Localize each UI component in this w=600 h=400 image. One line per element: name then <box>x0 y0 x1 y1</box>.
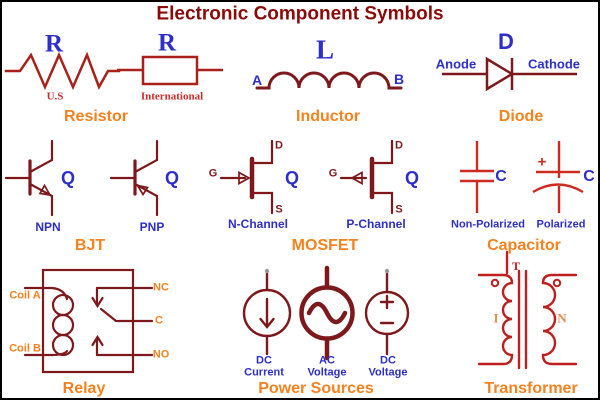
terminal-dot <box>384 268 390 274</box>
mosfet-n-channel-symbol <box>219 139 274 215</box>
dc-current-label-line2: Current <box>244 366 284 379</box>
dc-voltage-label-line1: DC <box>380 354 396 367</box>
relay-heading: Relay <box>62 380 106 397</box>
inductor-ref-label: L <box>315 34 335 65</box>
transformer-heading: Transformer <box>484 380 578 397</box>
mosfet-n-gate-label: G <box>208 167 218 180</box>
mosfet-p-channel-label: P-Channel <box>346 217 406 231</box>
diode-symbol <box>442 56 577 92</box>
bjt-npn-ref-label: Q <box>60 168 76 188</box>
bjt-npn-label: NPN <box>35 220 61 234</box>
dc-voltage-label-line2: Voltage <box>368 366 408 379</box>
relay-symbol <box>23 268 154 374</box>
mosfet-p-drain-label: D <box>395 139 403 152</box>
diode-heading: Diode <box>498 108 544 125</box>
relay-no-label: NO <box>152 348 170 361</box>
mosfet-heading: MOSFET <box>291 237 359 254</box>
capacitor-p-ref-label: C <box>583 168 595 185</box>
mosfet-n-drain-label: D <box>275 139 283 152</box>
resistor-intl-ref-label: R <box>157 29 177 57</box>
page-title: Electronic Component Symbols <box>156 3 444 25</box>
bjt-pnp-label: PNP <box>139 220 165 234</box>
capacitor-non-polarized-symbol <box>460 141 494 213</box>
resistor-international-symbol <box>117 55 223 86</box>
relay-c-label: C <box>155 314 163 327</box>
bjt-npn-symbol <box>4 139 54 217</box>
ac-voltage-source-symbol <box>299 265 355 361</box>
diode-cathode-label: Cathode <box>528 56 580 72</box>
dc-voltage-source-symbol <box>364 268 410 356</box>
inductor-terminal-a-label: A <box>251 72 263 88</box>
transformer-secondary-label: N <box>557 310 567 326</box>
transformer-primary-label: I <box>493 310 499 326</box>
relay-coil-a-label: Coil A <box>9 289 41 302</box>
relay-coil-b-label: Coil B <box>9 342 41 355</box>
dc-current-label-line1: DC <box>256 354 272 367</box>
resistor-us-ref-label: R <box>44 30 64 58</box>
relay-nc-label: NC <box>153 281 169 294</box>
mosfet-n-channel-label: N-Channel <box>228 217 288 231</box>
transformer-symbol <box>477 250 578 370</box>
diode-anode-label: Anode <box>435 56 477 72</box>
polarity-dot <box>490 278 500 288</box>
resistor-intl-label: International <box>140 90 204 103</box>
capacitor-polarized-symbol <box>532 141 584 213</box>
power-sources-heading: Power Sources <box>258 380 374 397</box>
inductor-symbol <box>255 71 403 90</box>
polarity-dot <box>552 278 562 288</box>
ac-voltage-label-line1: AC <box>319 354 335 367</box>
resistor-us-label: U.S <box>46 90 64 103</box>
capacitor-np-ref-label: C <box>495 168 507 185</box>
bjt-pnp-symbol <box>109 139 159 217</box>
capacitor-non-polarized-label: Non-Polarized <box>451 218 525 231</box>
capacitor-heading: Capacitor <box>487 237 561 254</box>
inductor-terminal-b-label: B <box>393 71 405 87</box>
mosfet-p-gate-label: G <box>328 167 338 180</box>
ac-voltage-label-line2: Voltage <box>307 366 347 379</box>
mosfet-p-channel-symbol <box>339 139 394 215</box>
mosfet-p-source-label: S <box>395 203 403 216</box>
capacitor-plus-label: + <box>537 153 547 171</box>
mosfet-n-ref-label: Q <box>284 168 300 188</box>
transformer-top-label: T <box>511 259 521 273</box>
inductor-heading: Inductor <box>296 108 360 125</box>
resistor-heading: Resistor <box>63 108 129 125</box>
mosfet-p-ref-label: Q <box>404 168 420 188</box>
bjt-heading: BJT <box>74 237 106 254</box>
terminal-dot <box>264 268 270 274</box>
capacitor-polarized-label: Polarized <box>536 218 586 231</box>
resistor-us-symbol <box>4 51 121 91</box>
diode-ref-label: D <box>498 29 514 54</box>
dc-current-source-symbol <box>242 268 292 356</box>
bjt-pnp-ref-label: Q <box>164 168 180 188</box>
mosfet-n-source-label: S <box>275 203 283 216</box>
